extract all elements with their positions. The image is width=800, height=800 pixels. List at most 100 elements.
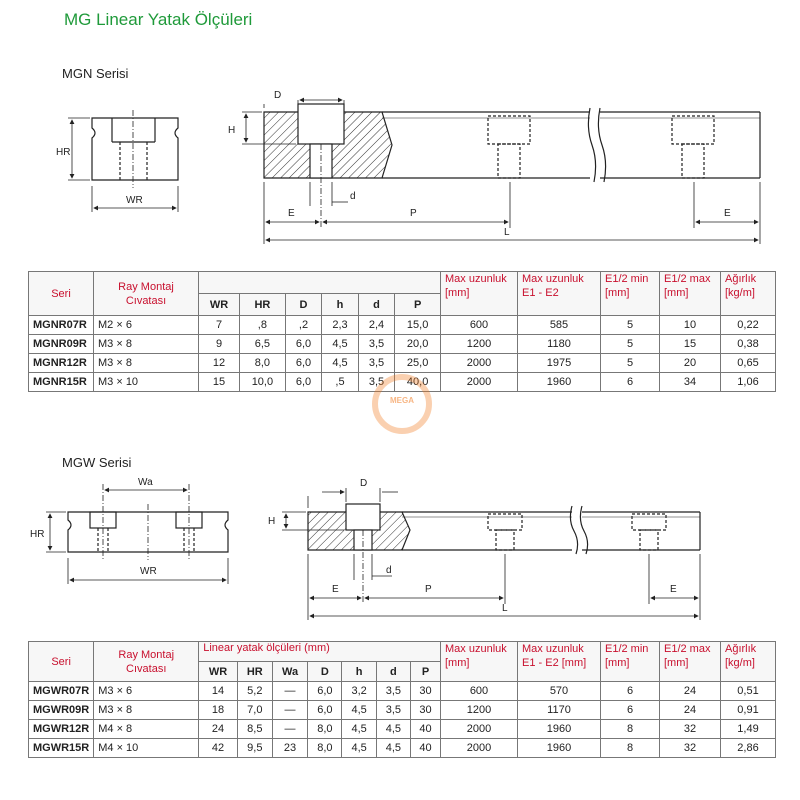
mgn-header-max: Max uzunluk [mm] [440, 271, 518, 316]
dimension-cell: 25,0 [394, 353, 441, 373]
e-min-cell: 8 [600, 738, 660, 758]
dimension-cell: 18 [198, 700, 238, 720]
mgn-h-label: H [228, 125, 235, 136]
e-min-cell: 8 [600, 719, 660, 739]
seri-cell: MGNR12R [28, 353, 94, 373]
max-length-cell: 1200 [440, 334, 518, 354]
weight-cell: 2,86 [720, 738, 776, 758]
e-max-cell: 24 [659, 681, 721, 701]
seri-cell: MGNR07R [28, 315, 94, 335]
dimension-cell: 8,0 [239, 353, 286, 373]
seri-cell: MGNR09R [28, 334, 94, 354]
mgw-h-label: H [268, 516, 275, 527]
mgw-wa-label: Wa [138, 477, 153, 488]
weight-cell: 0,65 [720, 353, 776, 373]
seri-cell: MGWR15R [27, 738, 95, 758]
dimension-cell: ,2 [284, 315, 323, 335]
mgw-side-view [282, 488, 701, 620]
mgn-l-label: L [504, 227, 510, 238]
e-max-cell: 15 [659, 334, 721, 354]
e-min-cell: 6 [600, 372, 660, 392]
max-e-cell: 570 [517, 681, 601, 701]
mgn-e-right-label: E [724, 208, 731, 219]
max-e-cell: 1180 [517, 334, 601, 354]
dimension-cell: 6,0 [284, 372, 323, 392]
max-e-cell: 1960 [517, 719, 601, 739]
dimension-cell: 30 [409, 700, 442, 720]
dimension-cell: 8,0 [307, 719, 343, 739]
max-e-cell: 1960 [517, 738, 601, 758]
mgn-header-agirlik: Ağırlık [kg/m] [720, 271, 776, 316]
dimension-cell: 4,5 [341, 700, 377, 720]
dimension-cell: 2,3 [321, 315, 359, 335]
e-min-cell: 5 [600, 334, 660, 354]
mgn-col-header: h [321, 293, 359, 316]
e-max-cell: 32 [659, 719, 721, 739]
mgn-e-left-label: E [288, 208, 295, 219]
max-length-cell: 2000 [440, 353, 518, 373]
mgw-col-header: d [375, 661, 411, 682]
e-max-cell: 20 [659, 353, 721, 373]
mgw-header-max: Max uzunluk [mm] [440, 641, 518, 682]
ray-cell: M3 × 8 [93, 353, 199, 373]
mgn-d-upper-label: D [274, 90, 281, 101]
dimension-cell: 5,2 [236, 681, 273, 701]
dimension-cell: — [271, 700, 309, 720]
mgn-spec-table: Seri Ray Montaj Cıvatası Max uzunluk [mm… [28, 271, 776, 392]
mgw-header-group: Linear yatak ölçüleri (mm) [198, 641, 441, 662]
mgw-col-header: HR [236, 661, 273, 682]
mgn-col-header: HR [239, 293, 286, 316]
mgw-hr-label: HR [30, 529, 44, 540]
max-e-cell: 1975 [517, 353, 601, 373]
mgw-wr-label: WR [140, 566, 157, 577]
dimension-cell: 20,0 [394, 334, 441, 354]
mgw-header-seri: Seri [27, 641, 95, 682]
mgw-spec-table: Seri Ray Montaj Cıvatası Linear yatak öl… [27, 641, 776, 758]
mgn-header-ray: Ray Montaj Cıvatası [93, 271, 199, 316]
dimension-cell: — [271, 719, 309, 739]
watermark-text: MEGA [390, 396, 414, 405]
mgw-cross-section [46, 484, 229, 584]
dimension-cell: 4,5 [375, 719, 411, 739]
dimension-cell: 23 [271, 738, 309, 758]
mgn-header-group [198, 271, 441, 294]
mgw-header-emax: E1/2 max [mm] [659, 641, 721, 682]
page-title: MG Linear Yatak Ölçüleri [64, 10, 253, 29]
e-min-cell: 6 [600, 700, 660, 720]
weight-cell: 0,38 [720, 334, 776, 354]
mgw-e-left-label: E [332, 584, 339, 595]
e-max-cell: 10 [659, 315, 721, 335]
dimension-cell: 6,5 [239, 334, 286, 354]
ray-cell: M3 × 8 [93, 700, 200, 720]
dimension-cell: 10,0 [239, 372, 286, 392]
ray-cell: M2 × 6 [93, 315, 199, 335]
dimension-cell: 6,0 [307, 681, 343, 701]
mgn-header-emax: E1/2 max [mm] [659, 271, 721, 316]
max-length-cell: 2000 [440, 738, 518, 758]
dimension-cell: 12 [197, 353, 241, 373]
dimension-cell: 3,5 [375, 700, 411, 720]
mgn-p-label: P [410, 208, 417, 219]
mgn-header-seri: Seri [28, 271, 94, 316]
mgw-col-header: Wa [271, 661, 309, 682]
mgw-section-label: MGW Serisi [62, 455, 132, 470]
mgn-header-maxe: Max uzunluk E1 - E2 [517, 271, 601, 316]
dimension-cell: 8,0 [307, 738, 343, 758]
mgn-side-view [242, 97, 761, 244]
ray-cell: M4 × 8 [93, 719, 200, 739]
mgn-col-header: D [284, 293, 323, 316]
dimension-cell: 40 [409, 738, 442, 758]
ray-cell: M3 × 8 [93, 334, 199, 354]
mgn-col-header: P [394, 293, 441, 316]
dimension-cell: ,8 [239, 315, 286, 335]
mgw-col-header: P [409, 661, 442, 682]
dimension-cell: 9,5 [236, 738, 273, 758]
